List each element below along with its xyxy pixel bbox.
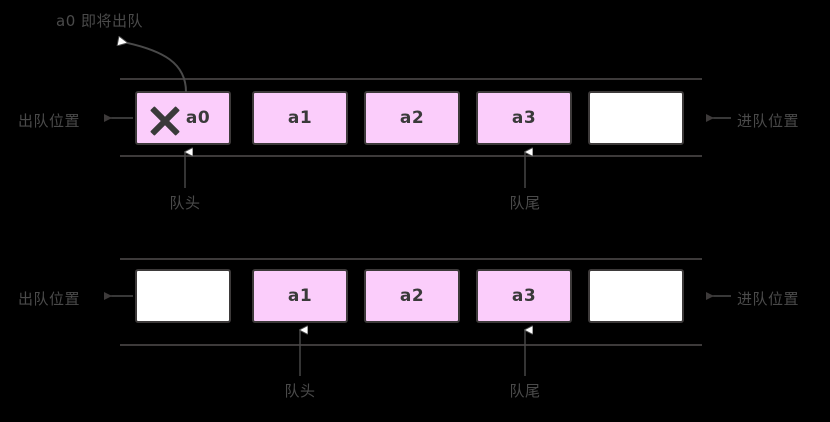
row1-cell-3-label: a3 xyxy=(511,108,537,128)
row1-cell-4 xyxy=(588,91,684,145)
row2-cell-1: a1 xyxy=(252,269,348,323)
row1-cell-1-label: a1 xyxy=(287,108,313,128)
row1-tail-label: 队尾 xyxy=(509,194,541,212)
row2-head-label: 队头 xyxy=(284,382,316,400)
dequeue-note-connector xyxy=(118,41,187,93)
row1-cell-0-label: a0 xyxy=(185,108,211,128)
row2-cell-2: a2 xyxy=(364,269,460,323)
row1-cell-0: a0 xyxy=(135,91,231,145)
row2-enqueue-position-label: 进队位置 xyxy=(737,290,800,308)
row2-cell-3-label: a3 xyxy=(511,286,537,306)
row2-cell-2-label: a2 xyxy=(399,286,425,306)
row2-cell-4 xyxy=(588,269,684,323)
row2-top-rail xyxy=(120,258,702,260)
row2-cell-1-label: a1 xyxy=(287,286,313,306)
row2-dequeue-position-label: 出队位置 xyxy=(18,290,81,308)
row1-cell-3: a3 xyxy=(476,91,572,145)
row1-cell-1: a1 xyxy=(252,91,348,145)
row1-bottom-rail xyxy=(120,155,702,157)
row2-bottom-rail xyxy=(120,344,702,346)
cross-out-icon xyxy=(147,102,183,138)
row2-tail-label: 队尾 xyxy=(509,382,541,400)
row2-cell-0 xyxy=(135,269,231,323)
row1-head-label: 队头 xyxy=(169,194,201,212)
row1-top-rail xyxy=(120,78,702,80)
row1-enqueue-position-label: 进队位置 xyxy=(737,112,800,130)
dequeue-note-label: a0 即将出队 xyxy=(56,12,144,30)
row2-cell-3: a3 xyxy=(476,269,572,323)
row1-cell-2-label: a2 xyxy=(399,108,425,128)
row1-dequeue-position-label: 出队位置 xyxy=(18,112,81,130)
row1-cell-2: a2 xyxy=(364,91,460,145)
